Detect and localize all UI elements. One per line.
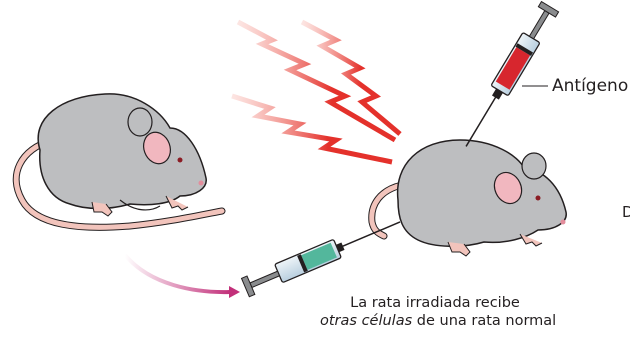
irradiated-rat-nose bbox=[561, 220, 566, 225]
radiation-bolt-middle bbox=[302, 22, 400, 134]
caption: La rata irradiada recibe otras células d… bbox=[320, 294, 550, 330]
edge-letter: D bbox=[622, 202, 630, 222]
radiation-bolts bbox=[232, 22, 400, 162]
irradiated-rat-ear-back bbox=[522, 153, 546, 179]
irradiated-rat bbox=[372, 140, 566, 256]
normal-rat-ear-back bbox=[128, 108, 152, 136]
irradiated-rat-eye bbox=[536, 196, 541, 201]
normal-rat-nose bbox=[199, 181, 204, 186]
antigen-label: Antígeno bbox=[552, 76, 628, 96]
caption-line-1: La rata irradiada recibe bbox=[320, 294, 550, 312]
irradiated-rat-front-paw bbox=[520, 234, 542, 246]
caption-line-2: otras células de una rata normal bbox=[320, 312, 550, 330]
caption-italic-text: otras células bbox=[320, 313, 412, 329]
cells-needle bbox=[337, 222, 400, 249]
transfer-arrow bbox=[125, 255, 240, 298]
antigen-needle bbox=[466, 96, 496, 147]
antigen-syringe bbox=[457, 2, 558, 152]
cells-syringe bbox=[241, 213, 403, 297]
normal-rat bbox=[16, 94, 222, 227]
radiation-bolt-top bbox=[238, 22, 395, 140]
caption-rest-text: de una rata normal bbox=[412, 313, 556, 329]
normal-rat-eye bbox=[178, 158, 183, 163]
normal-rat-body bbox=[38, 94, 206, 209]
